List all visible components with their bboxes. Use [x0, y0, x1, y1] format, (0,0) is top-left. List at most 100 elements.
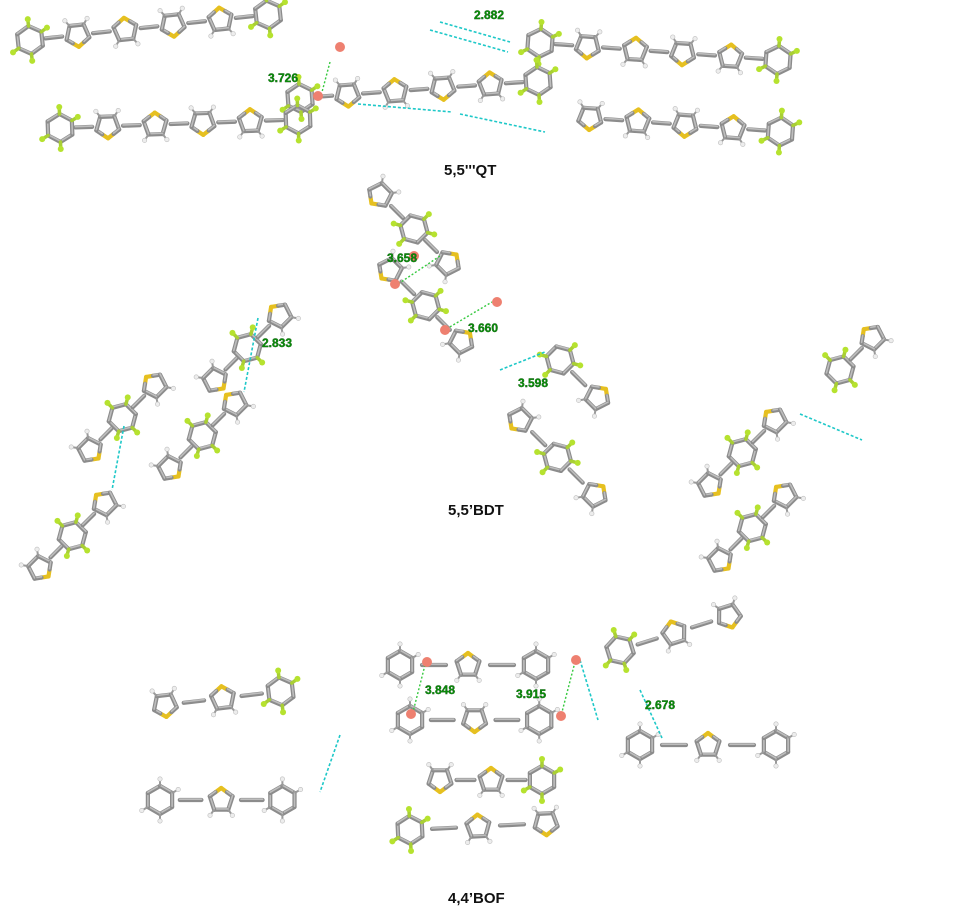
bond	[747, 127, 766, 131]
bond	[479, 722, 487, 728]
bond	[109, 491, 118, 506]
fluorine-atom	[610, 626, 617, 633]
hydrogen-atom	[645, 135, 651, 141]
hydrogen-atom	[715, 68, 721, 74]
benzene-ring	[756, 36, 800, 84]
hydrogen-bond-contact	[499, 351, 546, 371]
bond	[687, 56, 695, 62]
bond	[609, 658, 625, 664]
hydrogen-atom	[229, 812, 235, 818]
hydrogen-atom	[694, 107, 700, 113]
hydrogen-atom	[740, 141, 746, 147]
bond	[421, 290, 437, 296]
hydrogen-atom	[105, 519, 111, 525]
bond	[741, 512, 757, 518]
hydrogen-atom	[157, 8, 163, 14]
inter-ring-bond	[168, 121, 190, 127]
bond	[652, 120, 671, 124]
bond	[538, 704, 553, 714]
distance-label-bdt-3: 3.660	[468, 321, 498, 335]
hydrogen-atom	[533, 641, 539, 647]
c-f-bond	[264, 0, 269, 3]
fluorine-atom	[569, 439, 576, 446]
bond	[67, 543, 83, 550]
benzene-ring	[534, 439, 581, 476]
inter-ring-bond	[569, 370, 588, 388]
inter-ring-bond	[635, 636, 659, 647]
fluorine-atom	[631, 631, 638, 638]
fluorine-atom	[758, 137, 765, 144]
bond	[546, 465, 562, 471]
fluorine-atom	[249, 324, 256, 331]
bond	[61, 520, 77, 526]
hydrogen-atom	[295, 315, 301, 321]
fluorine-atom	[442, 308, 449, 315]
bond	[216, 705, 232, 709]
hydrogen-atom	[448, 762, 454, 768]
thiophene-ring	[141, 110, 170, 143]
fluorine-atom	[424, 815, 431, 822]
bond	[403, 237, 419, 243]
bond	[552, 442, 569, 448]
thiophene-ring	[576, 99, 605, 133]
benzene-ring	[619, 721, 661, 769]
hydrogen-atom	[34, 546, 40, 552]
fluorine-atom	[24, 16, 31, 23]
distance-label-qt-1: 2.882	[474, 8, 504, 22]
thiophene-ring	[576, 384, 611, 419]
fluorine-atom	[84, 547, 91, 554]
hydrogen-atom	[279, 818, 285, 824]
hydrogen-atom	[755, 752, 761, 758]
hydrogen-atom	[235, 419, 241, 425]
bond	[604, 117, 624, 121]
hydrogen-bond-contact	[459, 113, 546, 133]
fluorine-atom	[724, 434, 731, 441]
hydrogen-atom	[711, 602, 717, 608]
distance-label-bdt-1: 2.833	[262, 336, 292, 350]
bond	[484, 820, 491, 836]
bond	[111, 402, 127, 408]
bond	[588, 482, 598, 486]
benzene-ring	[390, 211, 438, 247]
bond	[93, 507, 108, 516]
thiophene-ring	[622, 107, 652, 141]
bond	[873, 337, 885, 350]
bond	[571, 370, 587, 386]
thiophene-ring	[620, 35, 649, 69]
hydrogen-atom	[554, 706, 560, 712]
bond	[227, 13, 233, 29]
inter-ring-bond	[493, 717, 521, 723]
hydrogen-atom	[170, 385, 176, 391]
hydrogen-atom	[692, 36, 698, 42]
bond	[212, 366, 227, 375]
ring-centroid-marker	[313, 91, 323, 101]
fluorine-atom	[298, 115, 305, 122]
inter-ring-bond	[650, 120, 672, 126]
bond	[724, 135, 740, 139]
hydrogen-atom	[179, 5, 185, 11]
hydrogen-atom	[230, 31, 236, 37]
bond	[382, 82, 390, 89]
pi-stacking-contact	[561, 661, 576, 713]
hydrogen-atom	[380, 173, 386, 179]
bond	[238, 111, 246, 118]
ring-centroid-marker	[390, 279, 400, 289]
hydrogen-atom	[536, 738, 542, 744]
hydrogen-atom	[279, 776, 285, 782]
bond	[829, 354, 845, 361]
bond	[731, 437, 747, 443]
hydrogen-atom	[379, 672, 385, 678]
bond	[551, 811, 559, 827]
bond	[118, 37, 135, 41]
hydrogen-atom	[188, 105, 194, 111]
hydrogen-atom	[164, 446, 170, 452]
hydrogen-atom	[280, 331, 286, 337]
bond	[239, 391, 248, 406]
hydrogen-atom	[520, 398, 526, 404]
hydrogen-atom	[536, 696, 542, 702]
inter-ring-bond	[454, 777, 477, 783]
bond	[554, 42, 574, 46]
hydrogen-atom	[62, 18, 68, 24]
bond	[717, 546, 732, 555]
